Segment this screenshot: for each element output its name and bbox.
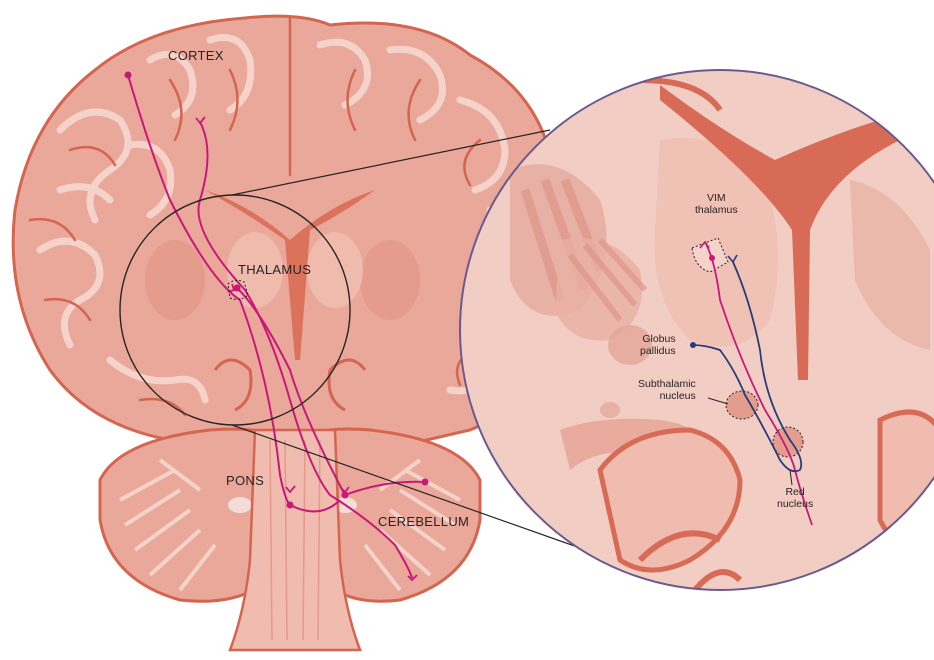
pons-label: PONS xyxy=(226,473,264,488)
cortex-label: CORTEX xyxy=(168,48,224,63)
globus-pallidus-label: Globus pallidus xyxy=(640,333,676,357)
red-nucleus-line1: Red xyxy=(777,486,813,498)
red-nucleus-line2: nucleus xyxy=(777,498,813,510)
subthalamic-nucleus-label: Subthalamic nucleus xyxy=(638,378,696,402)
cerebellum-label: CEREBELLUM xyxy=(378,514,469,529)
subthalamic-nucleus-line2: nucleus xyxy=(638,390,696,402)
globus-pallidus-line2: pallidus xyxy=(640,345,676,357)
vim-thalamus-label: VIM thalamus xyxy=(695,192,738,216)
red-nucleus-label: Red nucleus xyxy=(777,486,813,510)
subthalamic-nucleus-line1: Subthalamic xyxy=(638,378,696,390)
thalamus-label: THALAMUS xyxy=(238,262,311,277)
vim-thalamus-line1: VIM xyxy=(695,192,738,204)
globus-pallidus-line1: Globus xyxy=(640,333,676,345)
vim-thalamus-line2: thalamus xyxy=(695,204,738,216)
